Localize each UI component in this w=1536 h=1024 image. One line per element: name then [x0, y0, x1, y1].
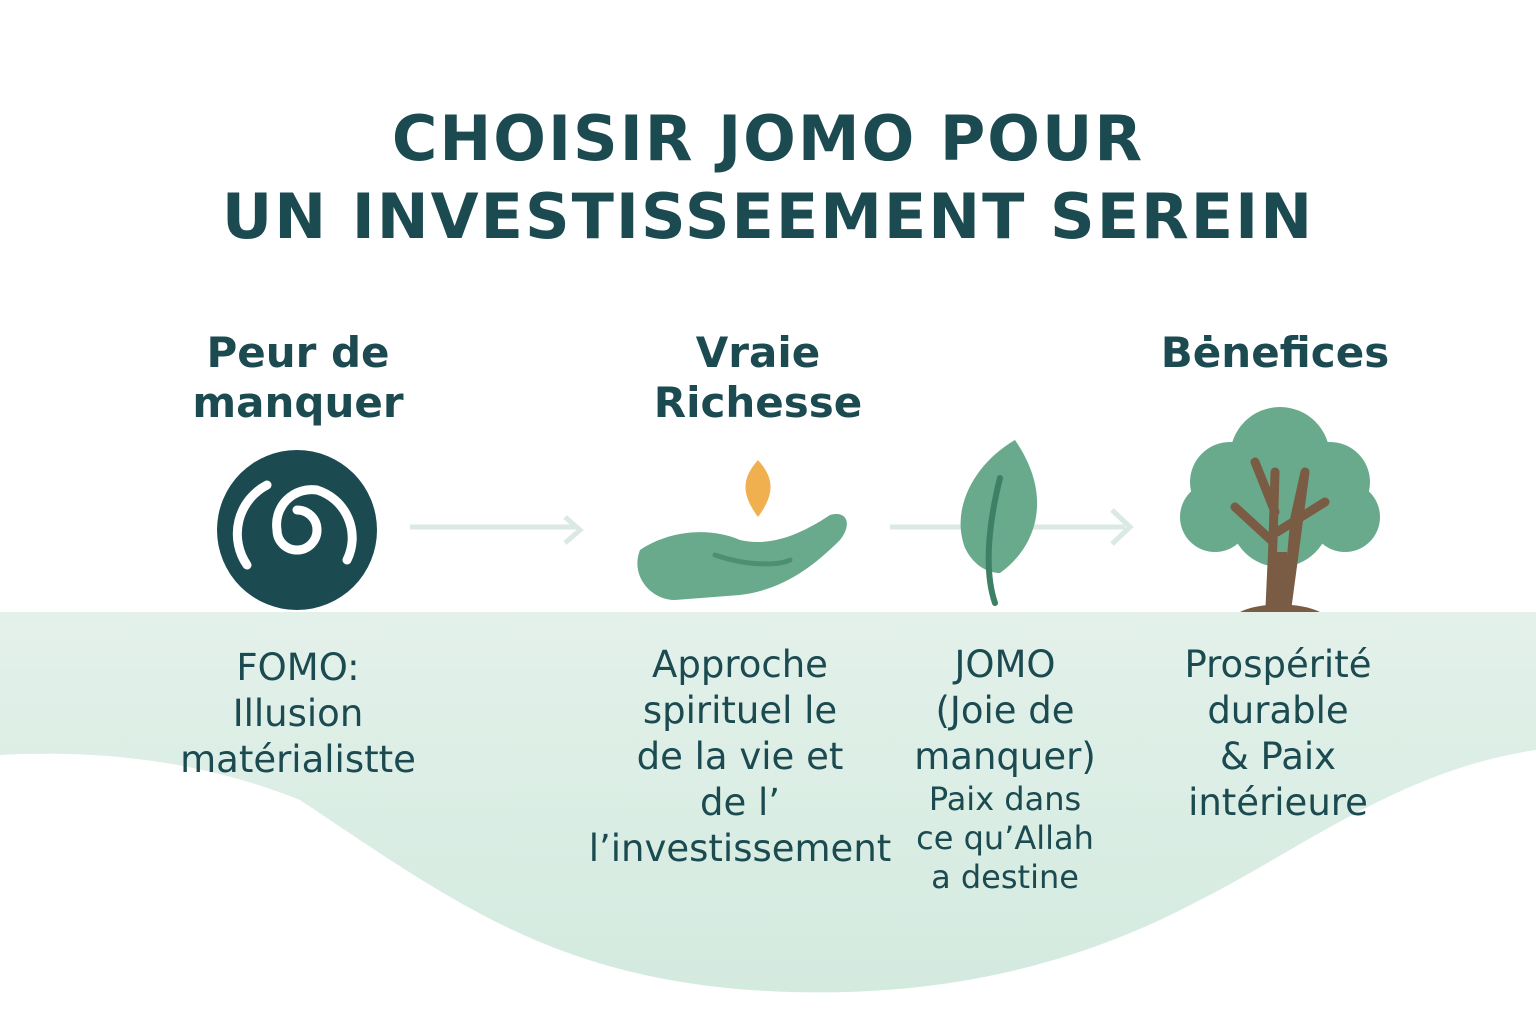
- text-line: de l’: [699, 781, 781, 824]
- text-line: FOMO:: [236, 646, 360, 689]
- text-line: intérieure: [1188, 781, 1368, 824]
- benefits-description: Prospérité durable & Paix intérieure: [1108, 642, 1448, 826]
- text-line: Paix dans: [928, 780, 1082, 818]
- header-line: Peur de: [206, 328, 390, 377]
- text-line: Illusion: [232, 692, 364, 735]
- header-line: Vraie: [695, 328, 821, 377]
- header-line: Bėnefices: [1160, 328, 1390, 377]
- seed-icon: [745, 460, 771, 517]
- text-line: de la vie et: [636, 735, 844, 778]
- text-line: spirituel le: [642, 689, 838, 732]
- spiritual-approach-description: Approche spirituel le de la vie et de l’…: [570, 642, 910, 872]
- text-line: ce qu’Allah: [916, 819, 1094, 857]
- jomo-description: JOMO (Joie de manquer) Paix dans ce qu’A…: [835, 642, 1175, 897]
- text-line: a destine: [931, 858, 1079, 896]
- text-line: (Joie de: [935, 689, 1075, 732]
- header-fear-of-missing-out: Peur de manquer: [118, 328, 478, 428]
- text-line: Prospérité: [1184, 643, 1372, 686]
- text-line: l’investissement: [588, 827, 892, 870]
- page-title: CHOISIR JOMO POUR UN INVESTISSEEMENT SER…: [0, 100, 1536, 256]
- tree-icon: [1180, 407, 1380, 612]
- text-line: JOMO: [954, 643, 1056, 686]
- hand-with-seed-icon: [637, 460, 847, 600]
- fomo-description: FOMO: Illusion matérialistte: [128, 645, 468, 783]
- header-line: manquer: [192, 378, 404, 427]
- leaf-icon: [960, 440, 1038, 606]
- spiral-icon: [217, 450, 377, 610]
- header-true-wealth: Vraie Richesse: [578, 328, 938, 428]
- title-line-2: UN INVESTISSEEMENT SEREIN: [221, 180, 1315, 253]
- text-line: manquer): [914, 735, 1096, 778]
- text-line: matérialistte: [180, 738, 416, 781]
- text-line: durable: [1207, 689, 1349, 732]
- header-benefits: Bėnefices: [1095, 328, 1455, 378]
- text-line: Approche: [652, 643, 828, 686]
- text-line: & Paix: [1219, 735, 1337, 778]
- header-line: Richesse: [653, 378, 863, 427]
- title-line-1: CHOISIR JOMO POUR: [391, 102, 1145, 175]
